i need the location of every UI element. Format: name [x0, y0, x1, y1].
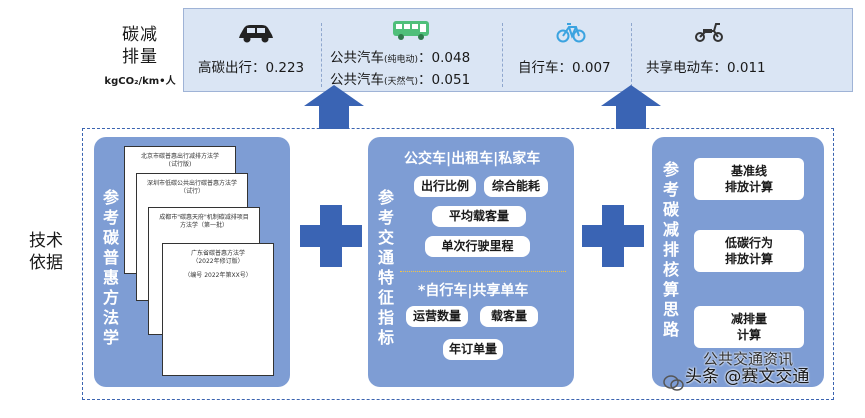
bus-electric-label: 公共汽车: [330, 50, 384, 66]
column-divider: [631, 23, 632, 87]
up-arrow-icon: [304, 85, 364, 129]
watermark: 公共交通资讯 头条 @赛文交通: [685, 350, 810, 387]
emission-title: 碳减 排量: [110, 24, 170, 68]
doc-chengdu-title: 成都市"碳惠天府"机制碳减排项目: [159, 214, 249, 221]
bus-electric-number: ：0.048: [418, 50, 471, 66]
up-arrow-icon: [601, 85, 661, 129]
doc-shenzhen-sub: （试行）: [179, 188, 204, 195]
emission-unit: kgCO₂/km•人: [104, 76, 176, 87]
technical-basis-line2: 依据: [29, 253, 63, 273]
panel-accounting-title: 参考碳减排核算思路: [662, 160, 679, 339]
emission-item-car: 高碳出行：0.223: [184, 9, 319, 93]
card-low-carbon-line1: 低碳行为: [724, 236, 773, 250]
emission-value-car: 高碳出行：0.223: [198, 56, 304, 76]
group2-heading: *自行车|共享单车: [418, 283, 529, 299]
watermark-text: 头条 @赛文交通: [685, 367, 810, 387]
panel-traffic-indicators-title: 参考交通特征指标: [377, 188, 394, 347]
bus-electric-note: (纯电动): [384, 55, 419, 65]
panel-methodology-title: 参考碳普惠方法学: [102, 188, 119, 347]
doc-beijing-title: 北京市碳普惠出行减排方法学: [140, 153, 219, 160]
scooter-icon: [695, 23, 723, 42]
tag-avg-load: 平均载客量: [432, 206, 526, 227]
emission-factors-band: 高碳出行：0.223 公共汽车(纯电动)：0.048 公共汽车(天然气)：0.0…: [183, 8, 853, 92]
bus-gas-label: 公共汽车: [330, 72, 384, 88]
tag-trip-distance: 单次行驶里程: [425, 236, 530, 257]
card-reduction: 减排量 计算: [694, 306, 804, 348]
emission-label-bicycle: 自行车：: [518, 60, 572, 76]
bicycle-icon: [556, 23, 586, 43]
emission-value-bus-electric: 公共汽车(纯电动)：0.048: [330, 46, 470, 66]
emission-number-scooter: 0.011: [727, 60, 766, 76]
tag-fleet-size: 运营数量: [406, 306, 468, 327]
emission-value-bus-gas: 公共汽车(天然气)：0.051: [330, 68, 470, 88]
card-low-carbon: 低碳行为 排放计算: [694, 230, 804, 272]
emission-label-car: 高碳出行：: [198, 60, 266, 76]
tag-passenger-load: 载客量: [480, 306, 538, 327]
tag-energy-use: 综合能耗: [484, 176, 548, 197]
doc-beijing-sub: (试行版): [168, 161, 192, 168]
card-low-carbon-line2: 排放计算: [724, 252, 773, 266]
emission-title-line1: 碳减: [122, 25, 158, 45]
column-divider: [502, 23, 503, 87]
emission-label-scooter: 共享电动车：: [646, 60, 727, 76]
doc-shenzhen-title: 深圳市低碳公共出行碳普惠方法学: [146, 180, 237, 187]
bus-icon: [393, 21, 429, 40]
emission-number-bicycle: 0.007: [572, 60, 611, 76]
card-baseline-line2: 排放计算: [724, 180, 773, 194]
technical-basis-frame: [82, 128, 834, 400]
group-separator: [400, 271, 566, 272]
emission-item-scooter: 共享电动车：0.011: [632, 9, 852, 93]
doc-guangdong-code: （编号 2022年第XX号）: [184, 272, 252, 279]
car-icon: [239, 25, 273, 43]
wechat-icon: [663, 375, 684, 391]
group1-heading: 公交车|出租车|私家车: [404, 151, 541, 167]
card-baseline-line1: 基准线: [730, 164, 767, 178]
bus-gas-number: ：0.051: [418, 72, 471, 88]
emission-value-bicycle: 自行车：0.007: [518, 56, 611, 76]
column-divider: [321, 23, 322, 87]
emission-number-car: 0.223: [265, 60, 305, 76]
emission-value-scooter: 共享电动车：0.011: [646, 56, 766, 76]
card-reduction-line1: 减排量: [730, 312, 767, 326]
bus-gas-note: (天然气): [384, 77, 419, 87]
watermark-brand: 公共交通资讯: [703, 350, 794, 368]
doc-guangdong: 广东省碳普惠方法学 （2022年修订版） （编号 2022年第XX号）: [162, 243, 274, 376]
doc-chengdu-sub: 方法学（第一批）: [179, 222, 228, 229]
technical-basis-line1: 技术: [29, 231, 63, 251]
card-reduction-line2: 计算: [736, 328, 761, 342]
emission-item-bus: 公共汽车(纯电动)：0.048 公共汽车(天然气)：0.051: [322, 9, 497, 93]
emission-item-bicycle: 自行车：0.007: [504, 9, 629, 93]
plus-icon: [300, 205, 362, 267]
tag-annual-orders: 年订单量: [443, 339, 503, 360]
doc-guangdong-title: 广东省碳普惠方法学: [190, 250, 245, 257]
plus-icon: [582, 205, 644, 267]
card-baseline: 基准线 排放计算: [694, 158, 804, 200]
tag-trip-share: 出行比例: [414, 176, 476, 197]
technical-basis-label: 技术 依据: [18, 230, 74, 274]
emission-title-line2: 排量: [122, 47, 158, 67]
doc-guangdong-sub: （2022年修订版）: [192, 258, 244, 265]
